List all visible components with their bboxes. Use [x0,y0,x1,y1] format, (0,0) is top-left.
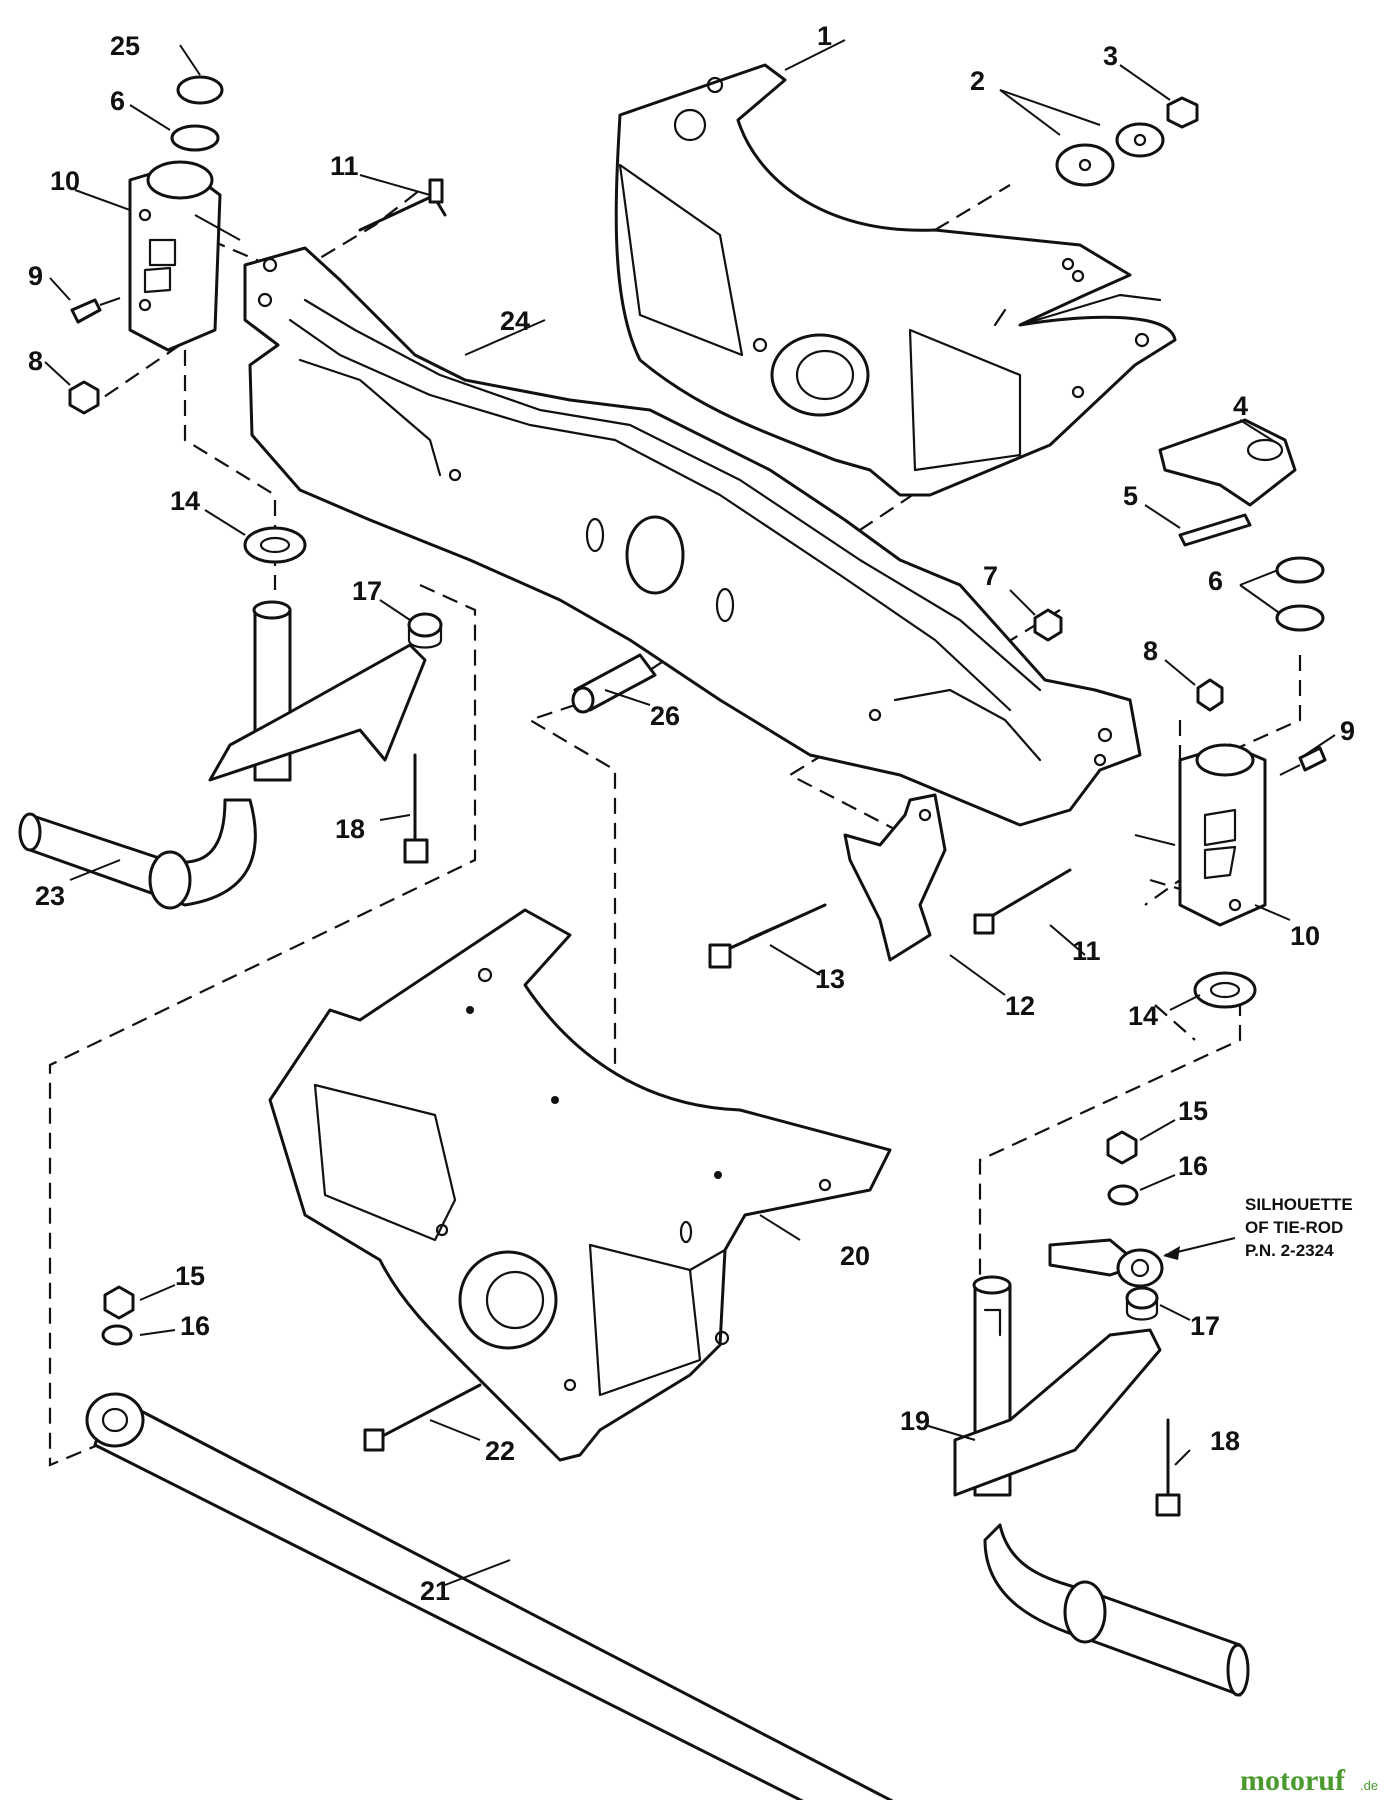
callout-4: 4 [1233,391,1248,421]
part-17-spacer-left [407,612,443,649]
callout-26: 26 [650,701,680,731]
part-15-nut-right [1106,1130,1138,1165]
callout-16-left: 16 [180,1311,210,1341]
part-11-bolt-right [973,868,1072,935]
callout-14-right: 14 [1128,1001,1158,1031]
callout-19: 19 [900,1406,930,1436]
callout-23: 23 [35,881,65,911]
part-7-nut [1033,608,1063,642]
callout-17-left: 17 [352,576,382,606]
callout-18-left: 18 [335,814,365,844]
callout-numbers: 1 2 3 4 5 6 6 7 8 8 9 9 10 10 11 11 12 1… [28,21,1355,1606]
part-15-nut-left [103,1285,135,1320]
callout-9-right: 9 [1340,716,1355,746]
part-13-bolt [708,903,827,969]
part-10-spindle-housing-right [1134,743,1267,927]
callout-21: 21 [420,1576,450,1606]
callout-20: 20 [840,1241,870,1271]
part-3-nut [1166,96,1199,129]
part-21-tie-rod [85,1392,894,1800]
callout-6-left: 6 [110,86,125,116]
watermark-suffix: .de [1360,1778,1378,1793]
part-9-grease-fitting-left [70,297,121,324]
part-1-upper-axle-support [614,63,1177,497]
callout-leader-lines [44,39,1336,1586]
callout-11-right: 11 [1072,936,1101,966]
part-2-washers [1055,122,1165,187]
part-25-snap-ring [176,75,224,105]
part-10-spindle-housing-left [128,160,241,352]
part-24-front-axle [243,246,1142,827]
callout-15-right: 15 [1178,1096,1208,1126]
part-14-washer-right [1193,971,1257,1009]
callout-6-right: 6 [1208,566,1223,596]
callout-11-left: 11 [330,151,359,181]
part-18-bolt-left [403,753,429,864]
part-23-spindle-left [18,600,427,910]
callout-2: 2 [970,66,985,96]
tie-rod-silhouette [1048,1237,1236,1288]
callout-18-right: 18 [1210,1426,1240,1456]
callout-13: 13 [815,964,845,994]
callout-9-left: 9 [28,261,43,291]
callout-5: 5 [1123,481,1138,511]
part-9-grease-fitting-right [1279,746,1327,776]
note-line-3: P.N. 2-2324 [1245,1241,1334,1260]
callout-7: 7 [983,561,998,591]
callout-10-right: 10 [1290,921,1320,951]
part-6-washers-right [1275,556,1325,632]
part-4-steering-arm [1158,418,1297,507]
silhouette-note: SILHOUETTE OF TIE-ROD P.N. 2-2324 [1245,1195,1353,1260]
part-16-washer-right [1107,1184,1139,1206]
part-19-spindle-right [953,1275,1250,1697]
callout-17-right: 17 [1190,1311,1220,1341]
part-17-spacer-right [1125,1286,1159,1321]
callout-3: 3 [1103,41,1118,71]
callout-10-left: 10 [50,166,80,196]
part-14-washer-left [243,526,307,564]
watermark-name: motoruf [1240,1764,1346,1797]
note-line-1: SILHOUETTE [1245,1195,1353,1214]
callout-8-right: 8 [1143,636,1158,666]
part-8-nut-right [1196,678,1224,712]
part-16-washer-left [101,1324,133,1346]
callout-24: 24 [500,306,530,336]
note-line-2: OF TIE-ROD [1245,1218,1343,1237]
part-11-bolt-left [358,178,447,232]
part-26-bushing [571,653,657,714]
part-22-bolt [363,1383,482,1452]
watermark-logo: motoruf .de [1240,1764,1378,1797]
part-6-washer-left [170,124,220,152]
part-8-nut-left [68,380,100,415]
callout-8-left: 8 [28,346,43,376]
callout-15-left: 15 [175,1261,205,1291]
callout-12: 12 [1005,991,1035,1021]
part-12-bracket [843,793,947,962]
callout-1: 1 [817,21,832,51]
callout-22: 22 [485,1436,515,1466]
callout-14-left: 14 [170,486,200,516]
callout-25: 25 [110,31,140,61]
part-18-bolt-right [1155,1418,1181,1517]
part-20-lower-axle-support [268,908,892,1462]
callout-16-right: 16 [1178,1151,1208,1181]
part-5-roll-pin [1178,513,1252,547]
